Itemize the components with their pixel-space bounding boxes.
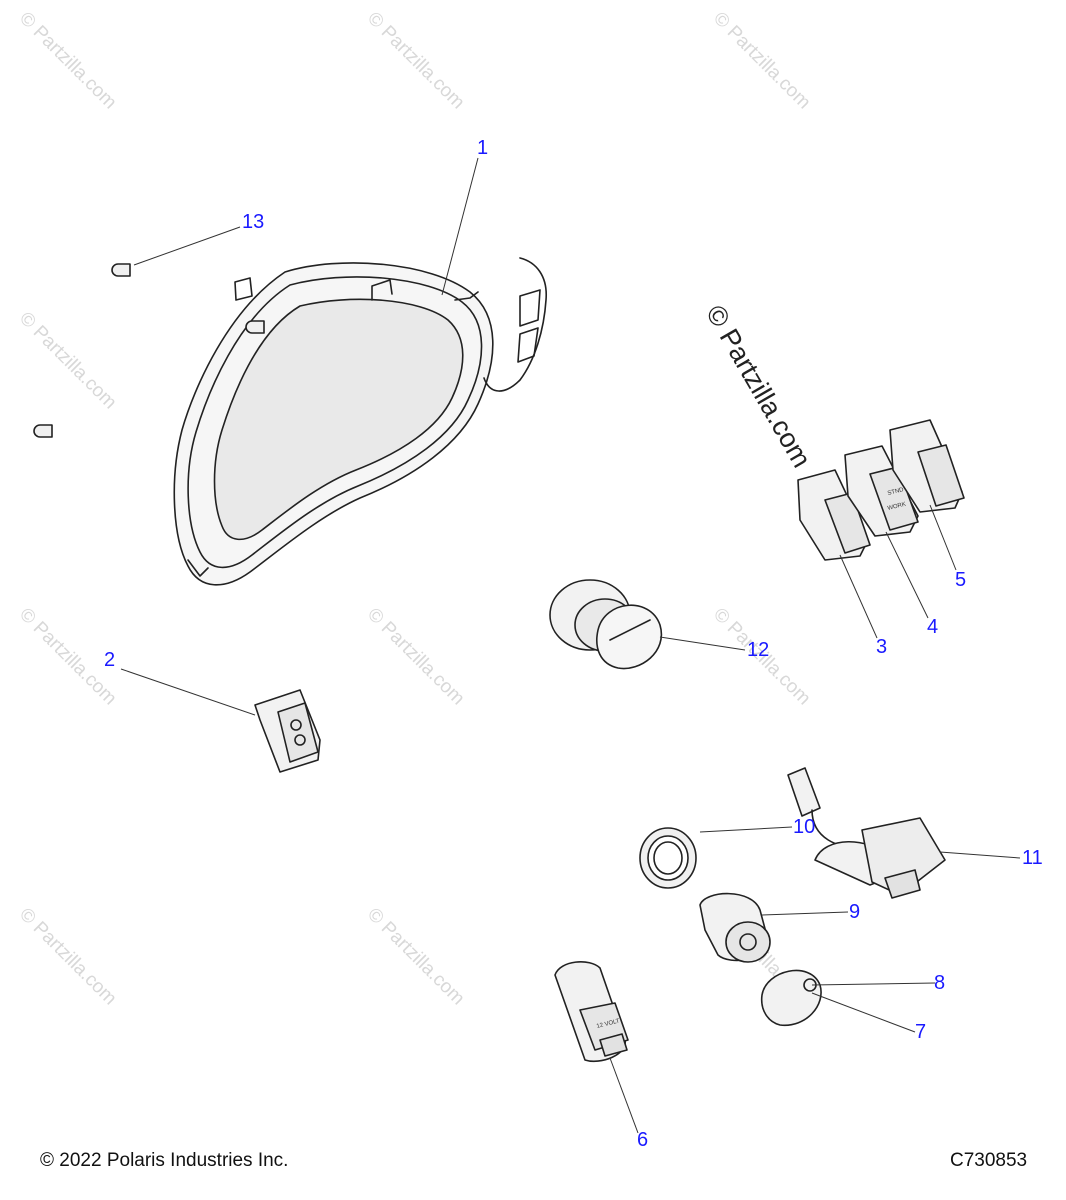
callout-10: 10	[793, 816, 816, 838]
screws	[33, 263, 265, 438]
callout-11: 11	[1022, 847, 1043, 869]
retaining-nut	[639, 827, 697, 889]
callout-9: 9	[849, 901, 861, 923]
callout-13: 13	[242, 211, 265, 233]
outlet-label-12-volt: 12 VOLT	[596, 1018, 621, 1030]
instrument-cluster	[173, 257, 547, 586]
callout-1: 1	[477, 137, 489, 159]
12-volt-outlet	[554, 961, 629, 1062]
outlet-cap	[760, 969, 822, 1026]
ignition-switch	[549, 579, 663, 670]
rocker-switch-lights	[254, 689, 321, 773]
copyright-text: © 2022 Polaris Industries Inc.	[40, 1150, 289, 1171]
callout-3: 3	[876, 636, 888, 658]
callout-4: 4	[927, 616, 939, 638]
diagram-code: C730853	[950, 1150, 1028, 1171]
power-outlet	[699, 892, 771, 963]
callout-8: 8	[934, 972, 946, 994]
rocker-switch-bank	[797, 419, 965, 561]
callout-5: 5	[955, 569, 967, 591]
switch-label-work: WORK	[887, 502, 907, 512]
switch-label-stnd: STND	[887, 487, 905, 497]
usb-charger	[787, 767, 946, 899]
callout-7: 7	[915, 1021, 927, 1043]
callout-12: 12	[747, 639, 770, 661]
callout-6: 6	[637, 1129, 649, 1151]
callout-2: 2	[104, 649, 116, 671]
leader-lines	[120, 157, 1021, 1134]
